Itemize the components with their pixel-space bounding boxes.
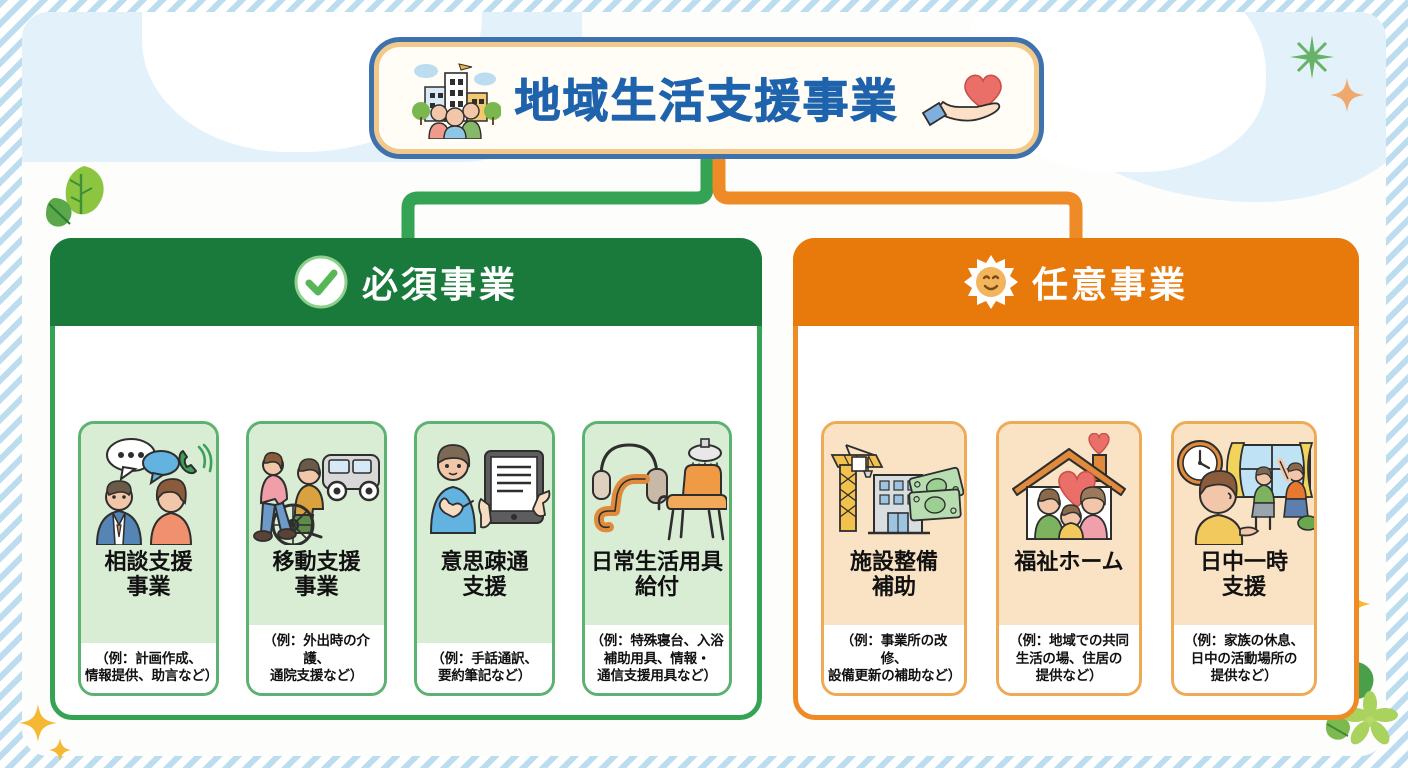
card-note-4: （例：特殊寝台、入浴 補助用具、情報・ 通信支援用具など） <box>585 625 729 693</box>
card-art-5 <box>824 430 964 548</box>
main-title-box: 地域生活支援事業 <box>369 37 1044 159</box>
card-daily-living-equipment[interactable]: 日常生活用具 給付 （例：特殊寝台、入浴 補助用具、情報・ 通信支援用具など） <box>582 421 732 696</box>
house-family-heart-icon <box>1012 433 1126 540</box>
card-daytime-temporary-support[interactable]: 日中一時 支援 （例：家族の休息、 日中の活動場所の 提供など） <box>1171 421 1317 696</box>
card-consultation-support[interactable]: 相談支援 事業 （例：計画作成、 情報提供、助言など） <box>78 421 219 696</box>
page-title: 地域生活支援事業 <box>514 75 899 128</box>
card-note-7: （例：家族の休息、 日中の活動場所の 提供など） <box>1174 625 1314 693</box>
card-top-2: 移動支援 事業 <box>249 424 384 626</box>
card-top-3: 意思疎通 支援 <box>417 424 552 643</box>
crane-building-money-icon <box>830 444 964 535</box>
smiling-sun-icon <box>963 255 1018 309</box>
card-label-7: 日中一時 支援 <box>1199 549 1288 599</box>
card-art-7 <box>1174 430 1314 548</box>
sign-language-tablet-icon <box>429 444 550 534</box>
card-mobility-support[interactable]: 移動支援 事業 （例：外出時の介護、 通院支援など） <box>246 421 387 696</box>
card-art-6 <box>999 430 1139 548</box>
section-title-mandatory: 必須事業 <box>361 264 518 305</box>
section-header-optional: 任意事業 <box>793 238 1359 326</box>
card-top-7: 日中一時 支援 <box>1174 424 1314 626</box>
card-note-2: （例：外出時の介護、 通院支援など） <box>249 625 384 693</box>
card-label-5: 施設整備 補助 <box>849 549 938 599</box>
card-top-4: 日常生活用具 給付 <box>585 424 729 626</box>
section-panel-optional: 任意事業 <box>793 238 1359 720</box>
card-welfare-home[interactable]: 福祉ホーム （例：地域での共同 生活の場、住居の 提供など） <box>996 421 1142 696</box>
clock-daycare-room-icon <box>1177 440 1314 545</box>
card-note-3: （例：手話通訳、 要約筆記など） <box>417 642 552 693</box>
card-label-6: 福祉ホーム <box>1014 549 1124 574</box>
card-art-1 <box>81 430 216 548</box>
check-circle-icon <box>294 255 348 309</box>
card-note-1: （例：計画作成、 情報提供、助言など） <box>81 642 216 693</box>
card-art-2 <box>249 430 384 548</box>
heart-in-hand-icon <box>921 74 1002 127</box>
card-label-3: 意思疎通 支援 <box>440 549 529 599</box>
card-note-5: （例：事業所の改修、 設備更新の補助など） <box>824 625 964 693</box>
section-header-mandatory: 必須事業 <box>50 238 762 326</box>
section-title-optional: 任意事業 <box>1031 264 1188 305</box>
consultation-speech-bubble-phone-icon <box>95 438 212 545</box>
wheelchair-van-icon <box>252 451 380 545</box>
card-label-1: 相談支援 事業 <box>104 549 193 599</box>
card-top-1: 相談支援 事業 <box>81 424 216 643</box>
card-top-6: 福祉ホーム <box>999 424 1139 626</box>
card-communication-support[interactable]: 意思疎通 支援 （例：手話通訳、 要約筆記など） <box>414 421 555 696</box>
card-label-4: 日常生活用具 給付 <box>590 549 723 599</box>
card-label-2: 移動支援 事業 <box>272 549 361 599</box>
card-note-6: （例：地域での共同 生活の場、住居の 提供など） <box>999 625 1139 693</box>
headset-shower-chair-icon <box>592 438 727 541</box>
section-panel-mandatory: 必須事業 <box>50 238 762 720</box>
city-people-icon <box>411 63 501 139</box>
card-art-3 <box>417 430 552 548</box>
card-top-5: 施設整備 補助 <box>824 424 964 626</box>
card-facility-improvement-subsidy[interactable]: 施設整備 補助 （例：事業所の改修、 設備更新の補助など） <box>821 421 967 696</box>
card-art-4 <box>585 430 729 548</box>
